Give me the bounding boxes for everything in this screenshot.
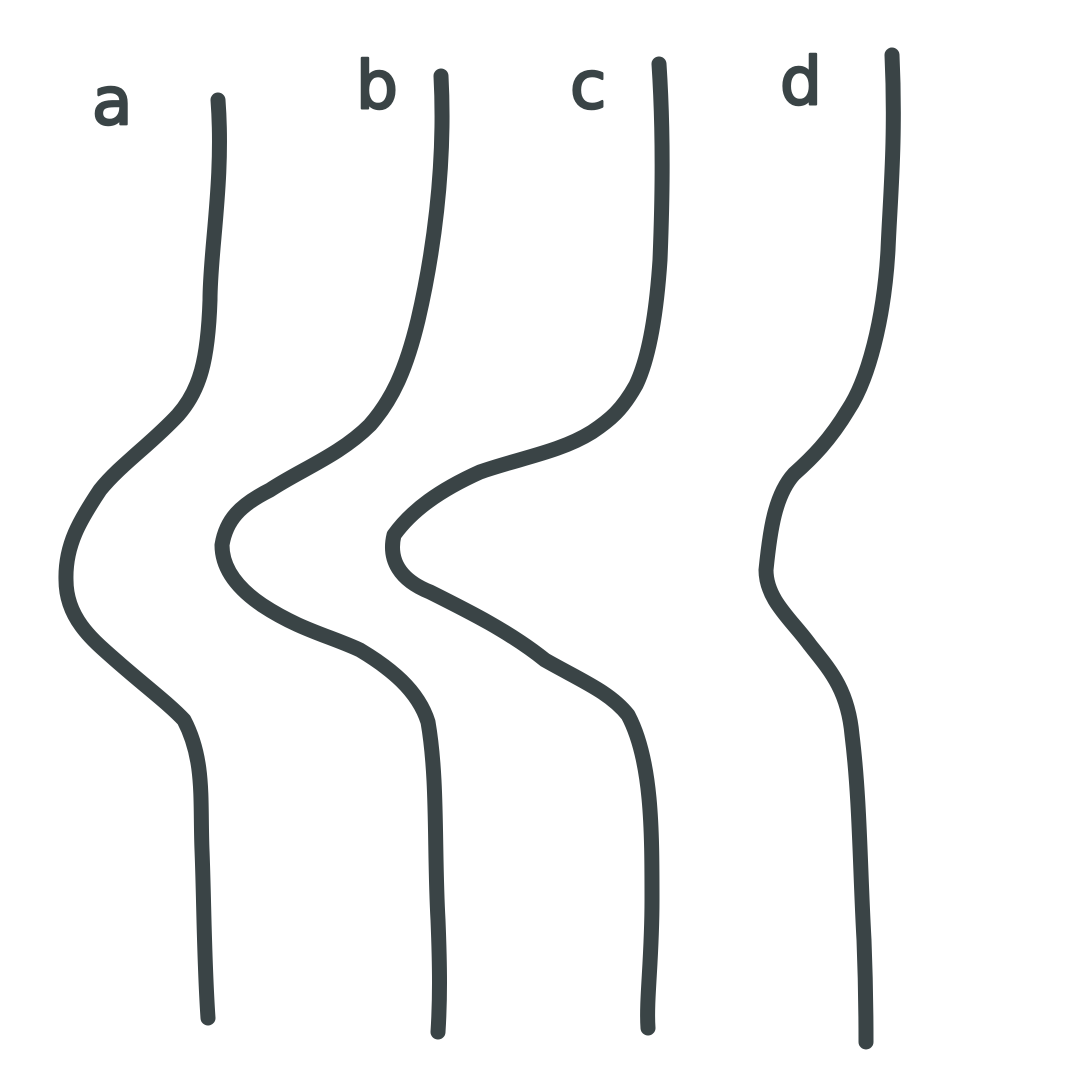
curve-label-d: d [780,43,822,120]
curve-label-c: c [570,47,606,124]
curve-group-b: b [214,46,450,1040]
curve-a [58,92,227,1026]
curve-group-c: c [385,46,670,1036]
curve-d [758,47,901,1050]
curve-group-d: d [758,42,901,1050]
curve-label-a: a [92,63,132,140]
curve-c [385,56,670,1036]
curve-group-a: a [58,62,227,1026]
curve-label-b: b [356,47,398,124]
curve-b [214,68,450,1040]
